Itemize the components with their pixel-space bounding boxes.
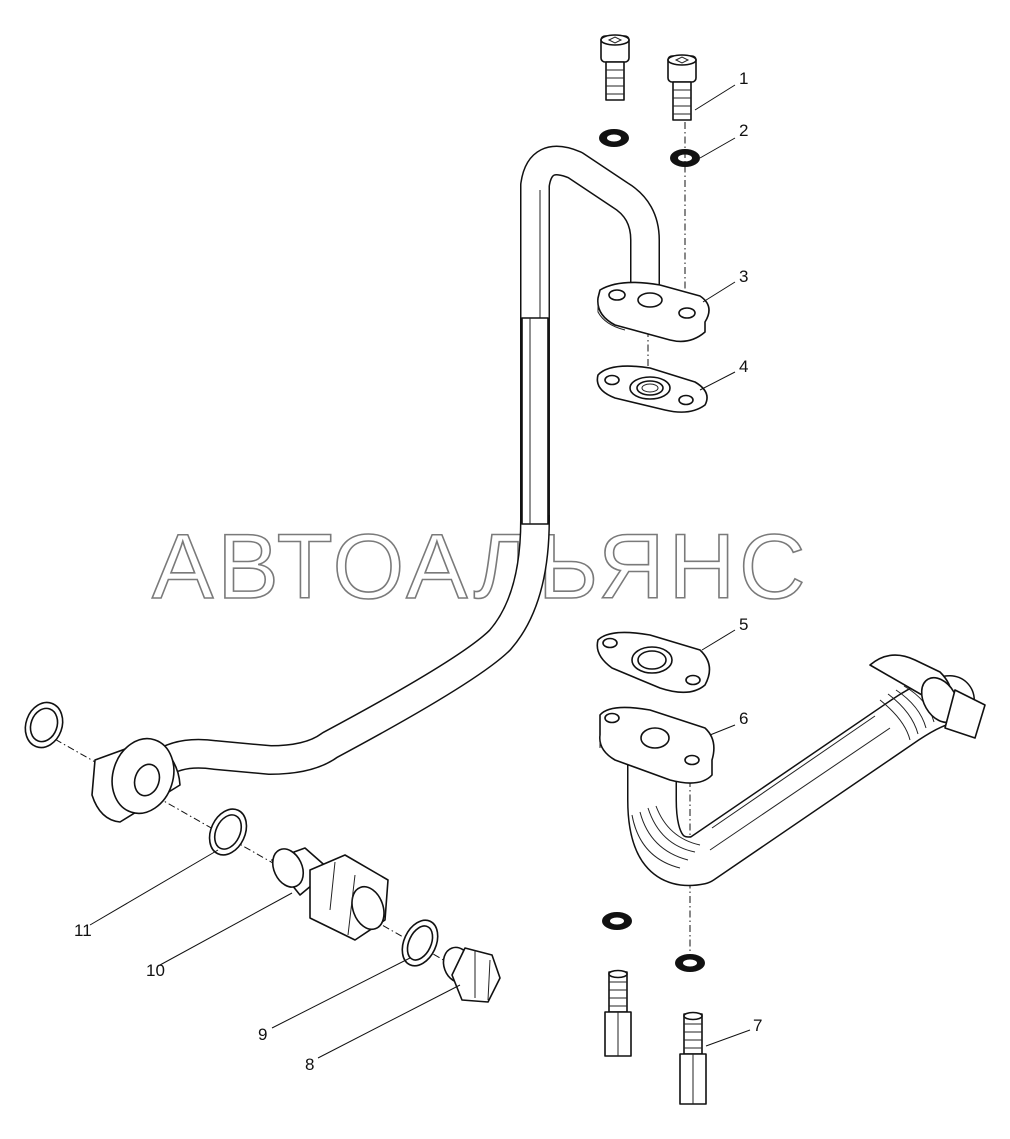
callout-1: 1	[739, 69, 748, 88]
callouts: 1 2 3 4 5 6 7 8 9 10 11	[74, 69, 762, 1074]
banjo-fitting	[91, 737, 181, 823]
bolt-left	[600, 34, 630, 101]
callout-9: 9	[258, 1025, 267, 1044]
washer-top-left	[599, 129, 629, 147]
washer-9	[401, 919, 439, 967]
oil-feed-pipe	[145, 145, 660, 780]
callout-7: 7	[753, 1016, 762, 1035]
bolt-right	[667, 54, 697, 121]
stud-left	[604, 969, 632, 1057]
plug-bolt	[442, 946, 501, 1003]
callout-5: 5	[739, 615, 748, 634]
gasket-bottom	[596, 631, 711, 694]
callout-4: 4	[739, 357, 748, 376]
pipe-flange-top	[597, 281, 710, 343]
leader-lines	[89, 84, 751, 1059]
callout-11: 11	[74, 921, 92, 940]
callout-3: 3	[739, 267, 748, 286]
washer-bottom-left	[602, 912, 632, 930]
axis-line-left	[29, 724, 471, 976]
gasket-top	[596, 365, 708, 413]
union-fitting	[271, 847, 389, 941]
washer-far-left	[24, 701, 64, 749]
oil-drain-pipe	[627, 654, 986, 887]
stud-right	[679, 1011, 707, 1105]
callout-2: 2	[739, 121, 748, 140]
washer-11	[208, 808, 248, 856]
pipe-flange-bottom	[598, 706, 715, 784]
callout-8: 8	[305, 1055, 314, 1074]
callout-10: 10	[146, 961, 165, 980]
washer-bottom-right	[675, 954, 705, 972]
callout-6: 6	[739, 709, 748, 728]
watermark-text: АВТОАЛЬЯНС	[152, 516, 810, 618]
